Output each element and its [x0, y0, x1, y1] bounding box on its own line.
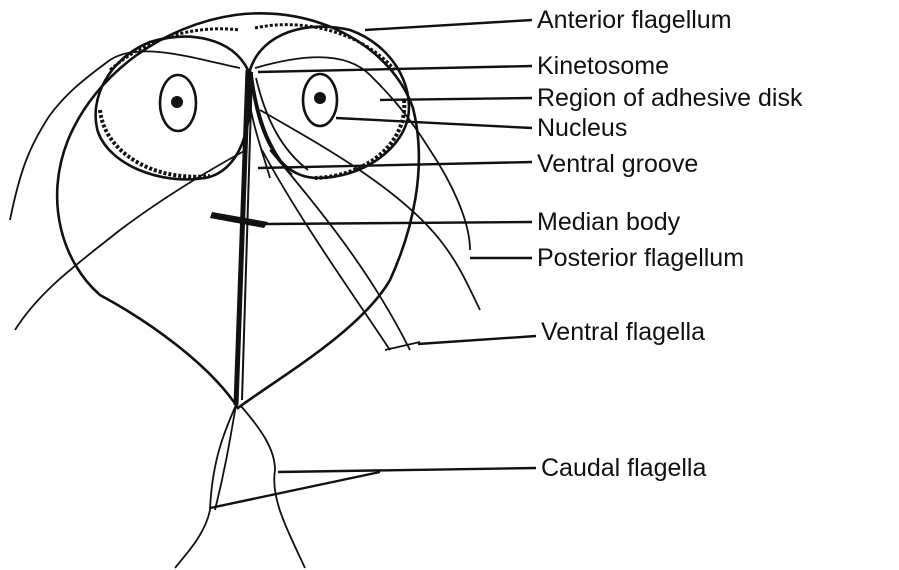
label-median-body: Median body: [537, 208, 681, 236]
median-body: [210, 212, 268, 228]
label-nucleus: Nucleus: [537, 114, 627, 142]
label-posterior-flagellum: Posterior flagellum: [537, 244, 744, 272]
label-ventral-groove: Ventral groove: [537, 150, 698, 178]
leader-adhesive-disk: [380, 98, 532, 100]
label-anterior-flagellum: Anterior flagellum: [537, 6, 732, 34]
adhesive-disk-left: [96, 37, 250, 180]
nucleolus-right: [314, 92, 326, 104]
anterior-flagellum-left: [10, 51, 240, 220]
leader-ventral-flagella: [418, 336, 536, 344]
caudal-flagellum-right: [240, 405, 305, 568]
label-adhesive-disk: Region of adhesive disk: [537, 84, 803, 112]
ventral-flagellum-a: [262, 150, 390, 350]
leader-anterior-flagellum: [365, 20, 532, 30]
label-caudal-flagella: Caudal flagella: [541, 454, 706, 482]
leader-caudal-flagella-a: [278, 468, 536, 472]
label-ventral-flagella: Ventral flagella: [541, 318, 705, 346]
label-kinetosome: Kinetosome: [537, 52, 669, 80]
caudal-flagellum-mid: [215, 405, 236, 510]
ventral-flagellum-b: [270, 150, 410, 350]
leader-caudal-flagella-b: [210, 472, 380, 508]
anterior-flagellum-right: [255, 57, 470, 250]
leader-kinetosome: [258, 66, 532, 72]
leader-nucleus: [336, 118, 532, 128]
ventral-flagellum-tip: [385, 342, 420, 350]
nucleolus-left: [171, 96, 183, 108]
caudal-flagellum-left: [175, 405, 236, 568]
